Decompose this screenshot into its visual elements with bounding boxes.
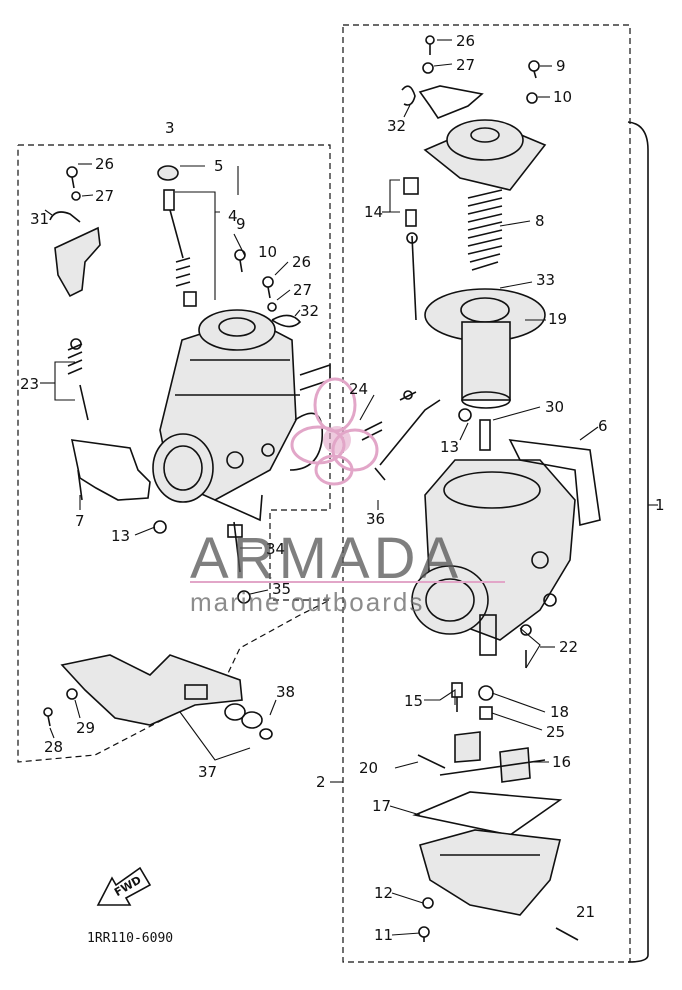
- watermark-flower-icon: [290, 377, 379, 486]
- right-spring-and-needle: [403, 177, 503, 321]
- callout-label: 29: [76, 719, 95, 737]
- callout-label: 10: [258, 243, 277, 261]
- callout-label: 5: [214, 157, 224, 175]
- fwd-arrow-icon: FWD: [96, 866, 152, 906]
- callout-label: 7: [75, 512, 85, 530]
- callout-label: 12: [374, 884, 393, 902]
- callout-label: 38: [276, 683, 295, 701]
- callout-label: 27: [293, 281, 312, 299]
- callout-label: 32: [300, 302, 319, 320]
- right-float-assembly: [412, 624, 579, 942]
- callout-label: 20: [359, 759, 378, 777]
- callout-label: 27: [95, 187, 114, 205]
- callout-label: 36: [366, 510, 385, 528]
- callout-label: 37: [198, 763, 217, 781]
- callout-label: 13: [440, 438, 459, 456]
- left-needle-stack: [157, 165, 197, 307]
- callout-label: 14: [364, 203, 383, 221]
- callout-label: 27: [456, 56, 475, 74]
- left-spring-stack: [67, 338, 89, 421]
- callout-label: 26: [456, 32, 475, 50]
- watermark-tagline: marine outboards: [190, 587, 424, 617]
- callout-label: 24: [349, 380, 368, 398]
- leader-lines: [40, 39, 599, 936]
- callout-label: 31: [30, 210, 49, 228]
- callout-label: 30: [545, 398, 564, 416]
- callout-label: 26: [95, 155, 114, 173]
- callout-label: 35: [272, 580, 291, 598]
- callout-label: 34: [266, 540, 285, 558]
- callout-label: 9: [236, 215, 246, 233]
- right-top-cover: [401, 35, 547, 191]
- left-throttle-linkage: [70, 439, 151, 501]
- callout-label: 18: [550, 703, 569, 721]
- right-diaphragm-piston: [424, 288, 546, 409]
- assembly-3-boundary: [17, 144, 331, 763]
- left-top-bracket: [49, 211, 101, 298]
- callout-labels: 1 2 3 4 5 6 7 8 9 9 10 10 11 12 13 13 14…: [20, 32, 665, 944]
- callout-label: 3: [165, 119, 175, 137]
- left-mount-bracket: [43, 654, 273, 740]
- callout-label: 9: [556, 57, 566, 75]
- callout-label: 25: [546, 723, 565, 741]
- watermark-brand: ARMADA: [190, 526, 462, 591]
- callout-label: 17: [372, 797, 391, 815]
- diagram-code: 1RR110-6090: [87, 931, 173, 946]
- left-carburetor-body: [152, 309, 331, 522]
- callout-label: 21: [576, 903, 595, 921]
- callout-label: 10: [553, 88, 572, 106]
- left-small-fasteners: [66, 166, 302, 604]
- callout-label: 28: [44, 738, 63, 756]
- callout-label: 32: [387, 117, 406, 135]
- callout-label: 22: [559, 638, 578, 656]
- callout-label: 1: [655, 496, 665, 514]
- callout-label: 23: [20, 375, 39, 393]
- callout-label: 13: [111, 527, 130, 545]
- callout-label: 33: [536, 271, 555, 289]
- callout-label: 15: [404, 692, 423, 710]
- callout-label: 26: [292, 253, 311, 271]
- assembly-1-bracket: [627, 121, 658, 963]
- callout-label: 4: [228, 207, 238, 225]
- callout-label: 6: [598, 417, 608, 435]
- callout-label: 8: [535, 212, 545, 230]
- callout-label: 2: [316, 773, 326, 791]
- callout-label: 19: [548, 310, 567, 328]
- callout-label: 16: [552, 753, 571, 771]
- callout-label: 11: [374, 926, 393, 944]
- watermark: ARMADA marine outboards: [190, 377, 505, 617]
